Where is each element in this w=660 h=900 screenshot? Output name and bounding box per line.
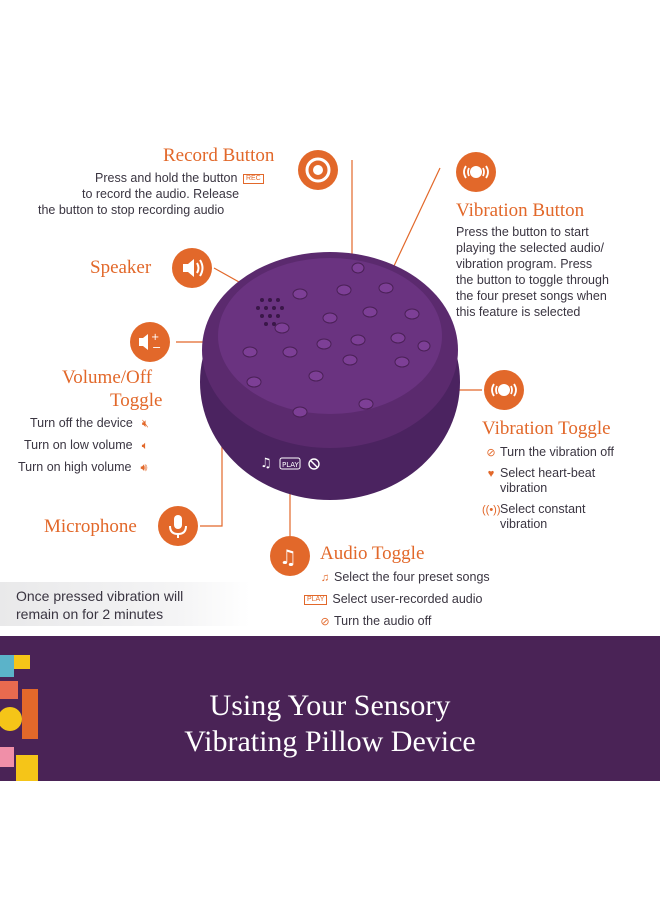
- vb-line: the four preset songs when: [456, 289, 607, 303]
- device-top: [218, 258, 442, 414]
- svg-text:+: +: [151, 332, 159, 343]
- device-play-badge: PLAY: [282, 461, 300, 469]
- vibration-toggle-title: Vibration Toggle: [482, 418, 611, 439]
- off-icon: ⊘: [486, 447, 496, 459]
- record-button-description: Press and hold the button REC: [95, 170, 264, 186]
- banner-decoration: [0, 655, 38, 781]
- banner-title-line: Vibrating Pillow Device: [184, 725, 476, 758]
- volume-low-icon: 🔈︎: [141, 440, 149, 452]
- vibration-button-description: Press the button to start playing the se…: [456, 224, 609, 320]
- microphone-title: Microphone: [44, 516, 137, 537]
- vibration-toggle-item-constant: ((•))Select constant: [482, 502, 585, 516]
- title-banner: [0, 636, 660, 781]
- audio-item-text: Select the four preset songs: [334, 570, 490, 584]
- record-button-title: Record Button: [163, 145, 275, 166]
- vibration-toggle-icon: [484, 370, 524, 410]
- music-note-icon: ♫: [320, 572, 330, 584]
- record-desc-line2: to record the audio. Release: [82, 187, 240, 201]
- device-illustration: ♫ PLAY: [200, 252, 460, 500]
- record-desc-line1: Press and hold the button: [95, 171, 238, 185]
- vb-line: this feature is selected: [456, 305, 581, 319]
- off-icon: ⊘: [320, 616, 330, 628]
- audio-item-off: ⊘ Turn the audio off: [316, 614, 431, 628]
- record-desc-line3: the button to stop recording audio: [38, 203, 225, 217]
- vt-text: Turn the vibration off: [500, 445, 614, 459]
- audio-toggle-icon: ♫: [270, 536, 310, 576]
- microphone-icon: [158, 506, 198, 546]
- constant-vibration-icon: ((•)): [482, 504, 501, 516]
- volume-toggle-icon: +−: [130, 322, 170, 362]
- vb-line: Press the button to start: [456, 225, 589, 239]
- volume-item-text: Turn on low volume: [24, 438, 133, 452]
- audio-item-text: Select user-recorded audio: [332, 592, 483, 606]
- heartbeat-icon: ♥: [487, 468, 495, 480]
- speaker-icon: [172, 248, 212, 288]
- volume-item-high: Turn on high volume 🔊︎: [18, 460, 153, 475]
- mute-icon: 🔇︎: [141, 418, 149, 430]
- volume-title-line1: Volume/Off: [62, 367, 153, 388]
- record-icon: [298, 150, 338, 190]
- audio-item-recorded: PLAY Select user-recorded audio: [304, 592, 482, 606]
- play-badge: PLAY: [304, 594, 328, 605]
- microphone-callout-line: [200, 412, 223, 527]
- rec-badge: REC: [242, 173, 264, 184]
- volume-high-icon: 🔊︎: [140, 462, 148, 474]
- device-panel-icons: ♫ PLAY: [260, 456, 320, 471]
- audio-toggle-title: Audio Toggle: [320, 543, 425, 564]
- audio-item-preset: ♫ Select the four preset songs: [316, 570, 490, 584]
- volume-item-low: Turn on low volume 🔈︎: [24, 438, 154, 453]
- svg-text:−: −: [152, 341, 161, 354]
- speaker-title: Speaker: [90, 257, 152, 278]
- volume-item-off: Turn off the device 🔇︎: [30, 416, 154, 431]
- svg-text:♫: ♫: [279, 545, 297, 569]
- vibration-button-title: Vibration Button: [456, 200, 585, 221]
- note-line: Once pressed vibration will: [16, 588, 184, 604]
- audio-item-text: Turn the audio off: [334, 614, 432, 628]
- vibration-toggle-item-off: ⊘ Turn the vibration off: [482, 445, 614, 459]
- vibration-toggle-item-heartbeat-line2: vibration: [500, 481, 548, 495]
- vb-line: playing the selected audio/: [456, 241, 605, 255]
- speaker-grille: [256, 298, 284, 326]
- note-text: Once pressed vibration will remain on fo…: [16, 587, 183, 623]
- vt-text: Select heart-beat: [500, 466, 596, 480]
- vb-line: vibration program. Press: [456, 257, 593, 271]
- vibration-toggle-item-constant-line2: vibration: [500, 517, 548, 531]
- vibration-button-icon: [456, 152, 496, 192]
- vb-line: the button to toggle through: [456, 273, 609, 287]
- vt-text: Select constant: [500, 502, 586, 516]
- svg-text:♫: ♫: [260, 456, 272, 471]
- volume-item-text: Turn off the device: [30, 416, 133, 430]
- banner-title: Using Your Sensory Vibrating Pillow Devi…: [0, 688, 660, 760]
- note-background: [0, 582, 250, 626]
- banner-title-line: Using Your Sensory: [209, 689, 451, 722]
- vibration-toggle-item-heartbeat: ♥ Select heart-beat: [482, 466, 595, 480]
- note-line: remain on for 2 minutes: [16, 606, 164, 622]
- volume-title-line2: Toggle: [110, 390, 163, 411]
- massage-nubs: [242, 262, 431, 418]
- volume-item-text: Turn on high volume: [18, 460, 132, 474]
